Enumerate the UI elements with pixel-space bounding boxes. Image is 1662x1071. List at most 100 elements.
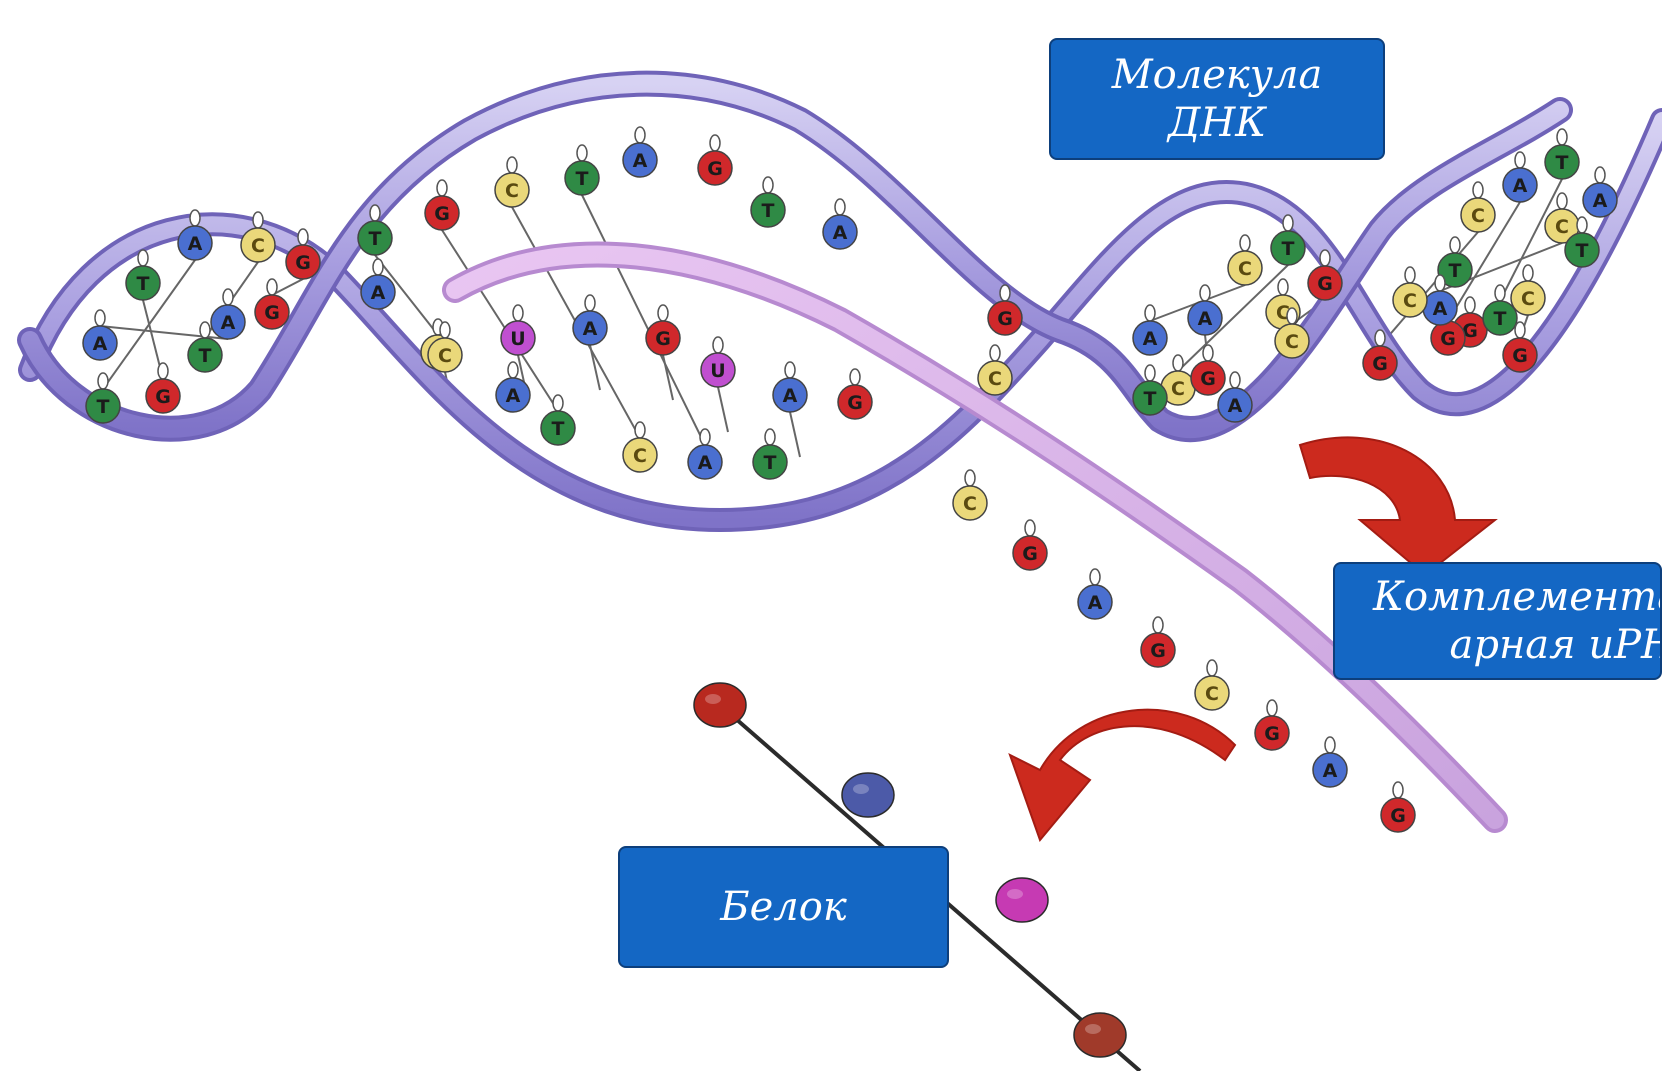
nucleotide-letter: A xyxy=(833,222,848,244)
nucleotide-letter: A xyxy=(1143,328,1158,350)
dna-template-nucleotide: G xyxy=(1013,520,1047,570)
dna-nucleotide: T xyxy=(1545,129,1579,179)
mrna-nucleotide: A xyxy=(573,295,607,345)
mrna-nucleotide: U xyxy=(501,305,535,355)
dna-nucleotide: A xyxy=(1188,285,1222,335)
dna-template-nucleotide: C xyxy=(953,470,987,520)
amino-acid-bead xyxy=(1074,1013,1126,1057)
nucleotide-letter: C xyxy=(963,493,977,515)
dna-nucleotide: A xyxy=(496,362,530,412)
nucleotide-letter: G xyxy=(1440,328,1456,350)
dna-nucleotide: G xyxy=(838,369,872,419)
nucleotide-letter: G xyxy=(1390,805,1406,827)
nucleotide-letter: C xyxy=(1171,378,1185,400)
nucleotide-letter: C xyxy=(988,368,1002,390)
dna-nucleotide: A xyxy=(688,429,722,479)
nucleotide-letter: T xyxy=(137,273,150,295)
dna-nucleotide: C xyxy=(978,345,1012,395)
mrna-nucleotide: A xyxy=(773,362,807,412)
dna-template-nucleotide: A xyxy=(1313,737,1347,787)
dna-nucleotide: G xyxy=(425,180,459,230)
nucleotide-letter: T xyxy=(576,168,589,190)
nucleotide-letter: C xyxy=(1403,290,1417,312)
dna-nucleotide: A xyxy=(1503,152,1537,202)
nucleotide-letter: T xyxy=(552,418,565,440)
dna-nucleotide: G xyxy=(255,279,289,329)
nucleotide-letter: T xyxy=(1449,260,1462,282)
dna-nucleotide: T xyxy=(751,177,785,227)
dna-nucleotide: C xyxy=(623,422,657,472)
nucleotide-letter: A xyxy=(1198,308,1213,330)
nucleotide-letter: T xyxy=(764,452,777,474)
nucleotide-letter: T xyxy=(369,228,382,250)
dna-template-nucleotide: G xyxy=(1255,700,1289,750)
nucleotide-letter: C xyxy=(1285,331,1299,353)
nucleotide-letter: G xyxy=(1200,368,1216,390)
nucleotide-letter: T xyxy=(97,396,110,418)
nucleotide-letter: G xyxy=(655,328,671,350)
nucleotide-letter: A xyxy=(1088,592,1103,614)
hydrogen-bond xyxy=(790,412,800,457)
nucleotide-letter: A xyxy=(1228,395,1243,417)
nucleotide-letter: A xyxy=(1323,760,1338,782)
nucleotide-letter: T xyxy=(762,200,775,222)
nucleotide-letter: A xyxy=(93,333,108,355)
dna-nucleotide: A xyxy=(823,199,857,249)
nucleotide-letter: T xyxy=(1144,388,1157,410)
dna-nucleotide: A xyxy=(1133,305,1167,355)
curved-arrow-icon xyxy=(1300,437,1495,575)
nucleotide-letter: U xyxy=(710,360,725,382)
dna-nucleotide: G xyxy=(698,135,732,185)
nucleotide-letter: C xyxy=(251,235,265,257)
nucleotide-letter: A xyxy=(783,385,798,407)
amino-acid-bead xyxy=(842,773,894,817)
nucleotide-letter: G xyxy=(997,308,1013,330)
nucleotide-letter: A xyxy=(698,452,713,474)
nucleotide-letter: A xyxy=(506,385,521,407)
nucleotide-letter: T xyxy=(1556,152,1569,174)
dna-nucleotide: A xyxy=(623,127,657,177)
dna-nucleotide: A xyxy=(83,310,117,360)
nucleotide-letter: C xyxy=(1555,216,1569,238)
dna-molecule-label: Молекула ДНК xyxy=(1049,38,1385,160)
nucleotide-letter: G xyxy=(707,158,723,180)
dna-nucleotide: C xyxy=(1393,267,1427,317)
protein-label: Белок xyxy=(618,846,949,968)
nucleotide-letter: A xyxy=(1513,175,1528,197)
nucleotide-letter: G xyxy=(1317,273,1333,295)
mrna-strand-highlight xyxy=(455,254,1495,820)
dna-nucleotide: C xyxy=(1228,235,1262,285)
dna-nucleotide: C xyxy=(1461,182,1495,232)
nucleotide-letter: A xyxy=(583,318,598,340)
nucleotide-letter: G xyxy=(1150,640,1166,662)
amino-acid-bead xyxy=(694,683,746,727)
nucleotide-letter: C xyxy=(1521,288,1535,310)
nucleotide-letter: T xyxy=(1576,240,1589,262)
nucleotide-letter: G xyxy=(1512,345,1528,367)
nucleotide-letter: U xyxy=(510,328,525,350)
nucleotide-letter: C xyxy=(1471,205,1485,227)
nucleotide-letter: G xyxy=(1264,723,1280,745)
dna-nucleotide: T xyxy=(753,429,787,479)
nucleotide-letter: A xyxy=(1433,298,1448,320)
dna-nucleotide: T xyxy=(541,395,575,445)
nucleotide-letter: C xyxy=(1205,683,1219,705)
nucleotide-letter: T xyxy=(1282,238,1295,260)
nucleotide-letter: G xyxy=(155,386,171,408)
dna-nucleotide: C xyxy=(1511,265,1545,315)
amino-acid-bead xyxy=(996,878,1048,922)
mrna-nucleotide: U xyxy=(701,337,735,387)
dna-nucleotide: A xyxy=(211,289,245,339)
nucleotide-letter: G xyxy=(847,392,863,414)
nucleotide-letter: G xyxy=(434,203,450,225)
hydrogen-bond xyxy=(590,345,600,390)
dna-nucleotide: T xyxy=(565,145,599,195)
nucleotide-letter: A xyxy=(371,282,386,304)
nucleotide-letter: A xyxy=(1593,190,1608,212)
nucleotide-letter: C xyxy=(633,445,647,467)
nucleotide-letter: C xyxy=(1238,258,1252,280)
nucleotide-letter: A xyxy=(633,150,648,172)
dna-template-nucleotide: A xyxy=(1078,569,1112,619)
nucleotide-letter: G xyxy=(295,252,311,274)
